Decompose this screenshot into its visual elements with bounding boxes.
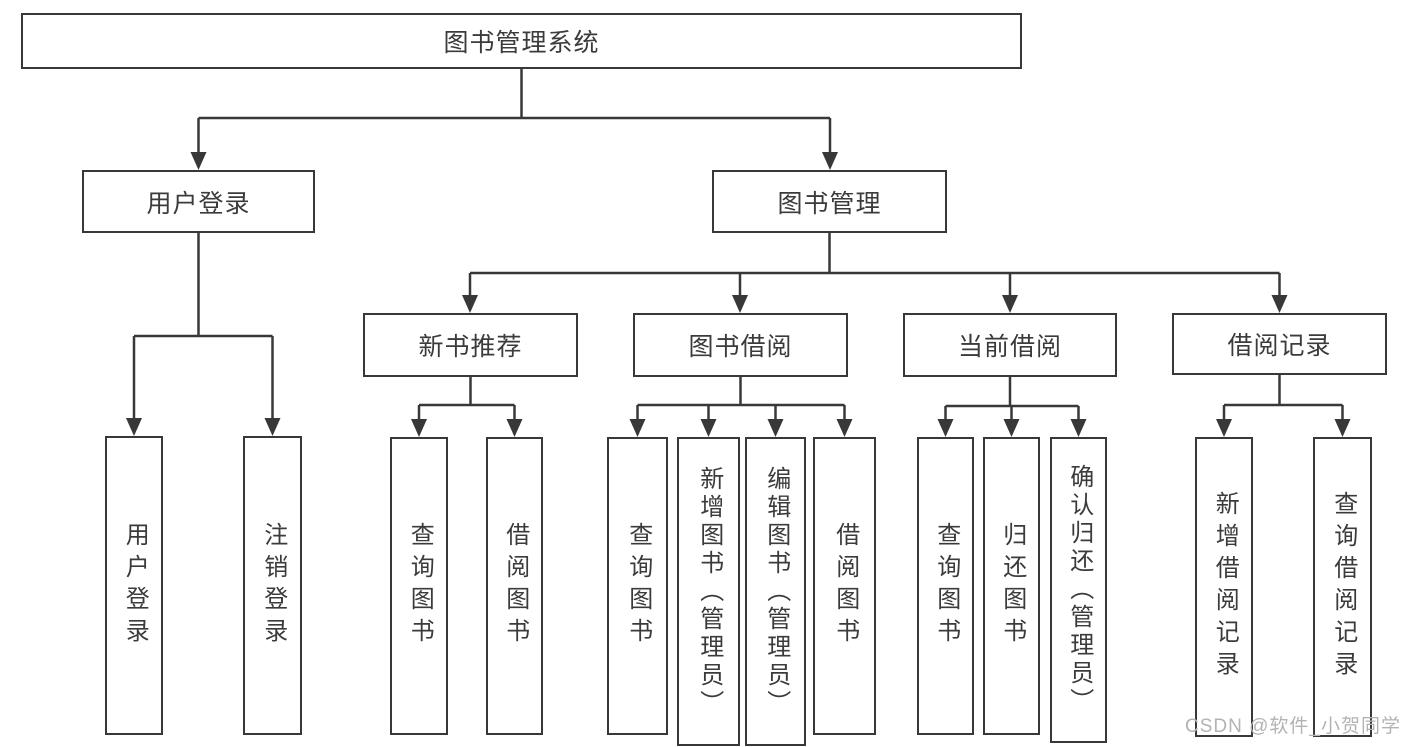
node-label: 查询图书 — [624, 522, 652, 650]
node-current-borrowing: 当前借阅 — [903, 313, 1117, 377]
connector-user-login — [126, 233, 281, 436]
node-label: 确认归还（管理员） — [1065, 464, 1093, 716]
connector-borrowing-records — [1216, 375, 1351, 437]
node-library-management-system: 图书管理系统 — [21, 13, 1022, 69]
node-book-management: 图书管理 — [712, 170, 947, 233]
node-new-book-recommendation: 新书推荐 — [363, 313, 578, 377]
node-label: 归还图书 — [998, 522, 1026, 650]
connector-book-borrowing — [629, 377, 853, 437]
node-user-login: 用户登录 — [105, 436, 163, 735]
node-query-books-under-current: 查询图书 — [917, 437, 974, 735]
node-label: 新增借阅记录 — [1211, 491, 1239, 683]
node-label: 图书借阅 — [688, 333, 793, 361]
node-add-book-admin: 新增图书（管理员） — [677, 437, 740, 746]
node-label: 查询图书 — [932, 522, 960, 650]
watermark-text: CSDN @软件_小贺同学 — [1185, 716, 1401, 737]
node-logout-login: 注销登录 — [243, 436, 302, 735]
node-label: 用户登录 — [121, 521, 149, 650]
node-query-borrow-record: 查询借阅记录 — [1313, 437, 1372, 737]
node-label: 图书管理 — [777, 189, 882, 218]
node-label: 借阅图书 — [831, 522, 859, 650]
node-query-books-under-recommend: 查询图书 — [390, 437, 448, 735]
node-return-books: 归还图书 — [983, 437, 1040, 735]
node-label: 借阅记录 — [1227, 332, 1332, 360]
node-label: 查询图书 — [406, 522, 434, 650]
node-label: 图书管理系统 — [443, 29, 600, 57]
node-confirm-return-admin: 确认归还（管理员） — [1050, 437, 1107, 743]
connector-book-management — [462, 233, 1288, 313]
node-borrow-books-under-borrowing: 借阅图书 — [813, 437, 876, 735]
node-label: 新增图书（管理员） — [695, 465, 723, 718]
connector-current-borrowing — [937, 377, 1087, 437]
node-label: 注销登录 — [259, 521, 287, 650]
node-label: 当前借阅 — [957, 333, 1062, 361]
node-edit-book-admin: 编辑图书（管理员） — [745, 437, 806, 746]
connector-new-book-recommendation — [411, 377, 523, 437]
node-borrowing-records: 借阅记录 — [1172, 313, 1387, 375]
connector-root — [190, 69, 838, 170]
node-label: 用户登录 — [146, 189, 251, 218]
node-book-borrowing: 图书借阅 — [633, 313, 848, 377]
node-add-borrow-record: 新增借阅记录 — [1195, 437, 1253, 737]
node-user-login-group: 用户登录 — [82, 170, 315, 233]
node-query-books-under-borrowing: 查询图书 — [607, 437, 668, 735]
node-label: 借阅图书 — [501, 522, 529, 650]
node-label: 新书推荐 — [418, 333, 523, 361]
node-label: 编辑图书（管理员） — [762, 465, 790, 718]
node-label: 查询借阅记录 — [1329, 491, 1357, 683]
node-borrow-books-under-recommend: 借阅图书 — [486, 437, 543, 735]
